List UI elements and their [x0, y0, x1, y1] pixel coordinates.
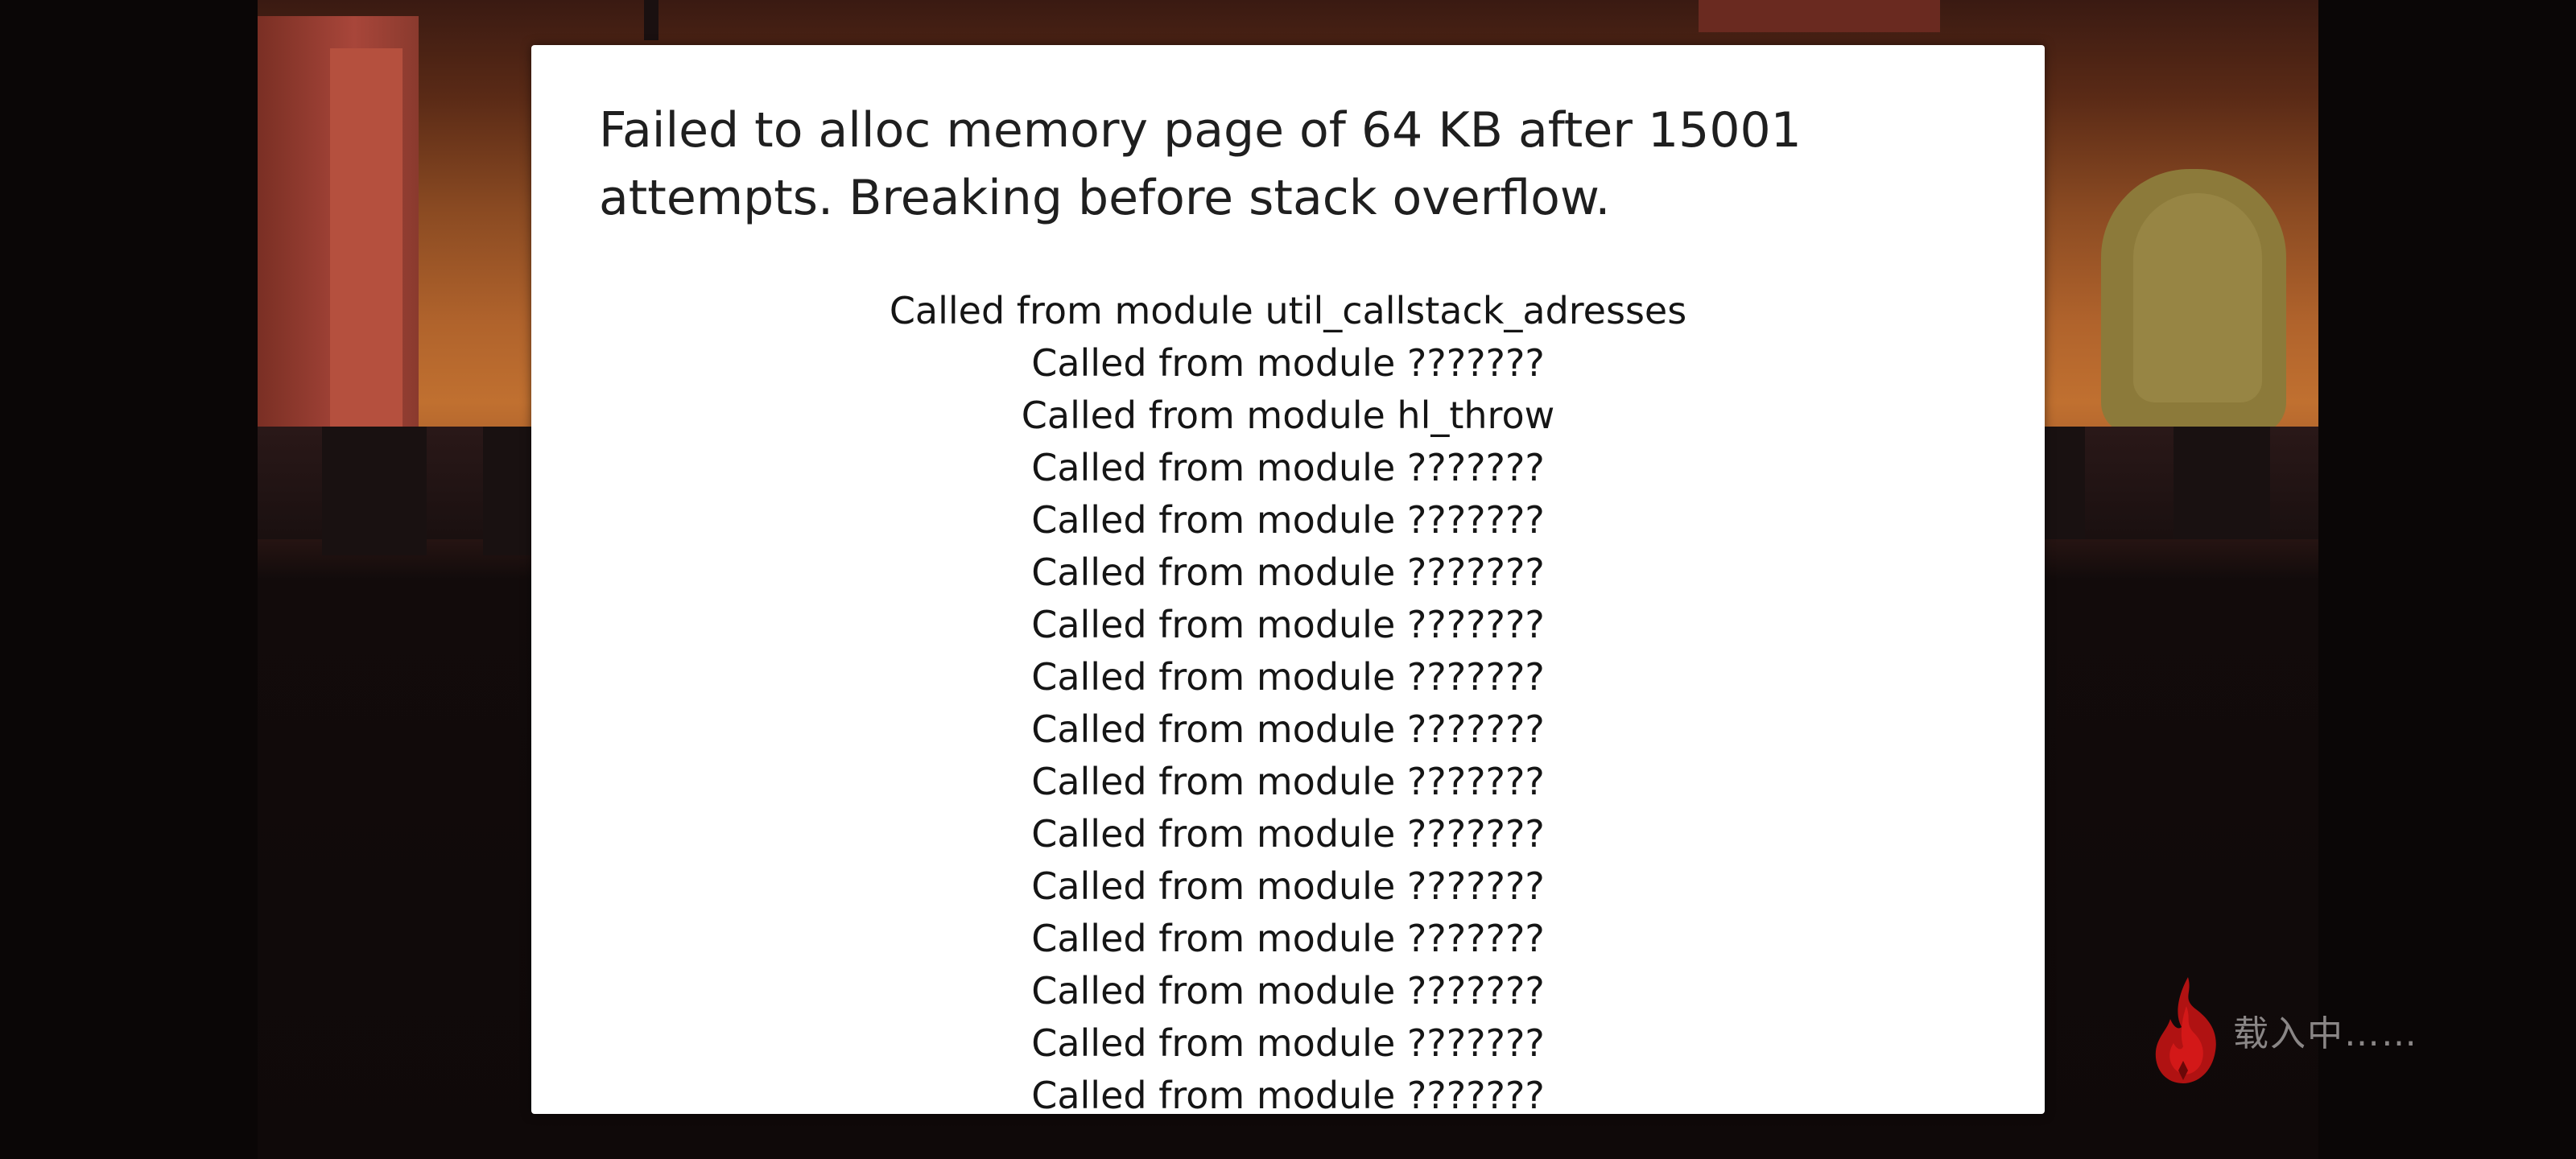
- letterbox-right: [2318, 0, 2576, 1159]
- error-dialog[interactable]: Failed to alloc memory page of 64 KB aft…: [531, 45, 2045, 1114]
- callstack-line: Called from module ???????: [1031, 1021, 1545, 1065]
- callstack-line: Called from module ???????: [1031, 969, 1545, 1013]
- callstack-line: Called from module ???????: [1031, 1074, 1545, 1114]
- callstack-line: Called from module ???????: [1031, 603, 1545, 646]
- callstack-line: Called from module ???????: [1031, 446, 1545, 489]
- callstack-line: Called from module ???????: [1031, 551, 1545, 594]
- callstack-line: Called from module ???????: [1031, 917, 1545, 960]
- callstack-line: Called from module ???????: [1031, 655, 1545, 699]
- background-roof: [1699, 0, 1940, 32]
- callstack-line: Called from module hl_throw: [1021, 394, 1555, 437]
- callstack-list: Called from module util_callstack_adress…: [531, 285, 2045, 1114]
- loading-indicator: 载入中……: [2149, 974, 2418, 1087]
- callstack-line: Called from module ???????: [1031, 707, 1545, 751]
- loading-text: 载入中……: [2233, 1013, 2418, 1054]
- callstack-line: Called from module ???????: [1031, 341, 1545, 385]
- letterbox-left: [0, 0, 258, 1159]
- background-tree-highlight: [2133, 193, 2262, 402]
- background-block: [2174, 427, 2270, 539]
- background-pole: [644, 0, 658, 40]
- callstack-line: Called from module ???????: [1031, 864, 1545, 908]
- background-block: [322, 427, 427, 555]
- callstack-line: Called from module ???????: [1031, 812, 1545, 856]
- callstack-line: Called from module ???????: [1031, 498, 1545, 542]
- flame-icon: [2155, 977, 2216, 1083]
- error-message-title: Failed to alloc memory page of 64 KB aft…: [599, 102, 1802, 226]
- callstack-line: Called from module util_callstack_adress…: [889, 289, 1687, 332]
- callstack-line: Called from module ???????: [1031, 760, 1545, 803]
